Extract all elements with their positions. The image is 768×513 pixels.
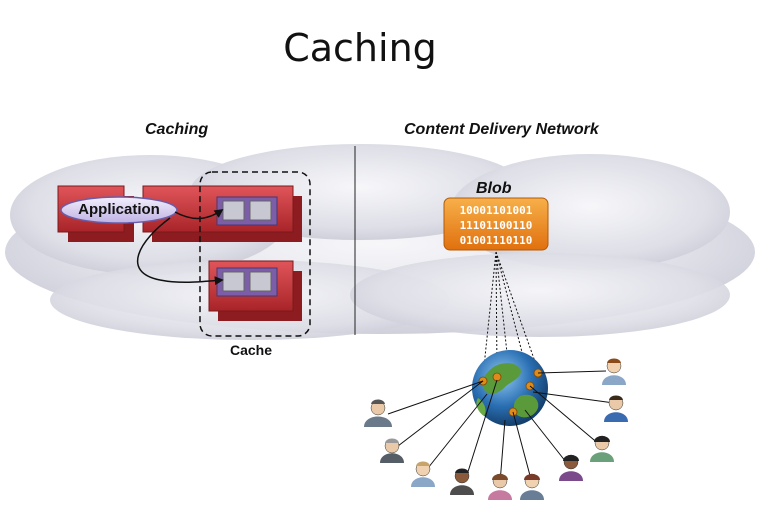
person-icon <box>488 473 512 500</box>
person-icon <box>602 358 626 385</box>
application-label: Application <box>78 201 160 218</box>
person-icon <box>559 454 583 481</box>
blob-bits-line: 10001101001 <box>459 204 533 217</box>
arrow-app-to-cache-bottom <box>137 217 224 286</box>
cdn-heading: Content Delivery Network <box>404 121 599 138</box>
person-icon <box>590 435 614 462</box>
arrow-app-to-cache-top <box>174 208 224 220</box>
person-icon <box>450 468 474 495</box>
person-icon <box>380 438 404 463</box>
cache-unit-top <box>216 196 278 226</box>
blob-bits: 10001101001 11101100110 01001110110 <box>444 203 548 248</box>
application-node <box>60 196 178 224</box>
globe-icon <box>472 350 548 426</box>
user-connections <box>387 370 615 484</box>
blob-label: Blob <box>476 180 512 197</box>
cache-unit-bottom <box>216 267 278 297</box>
person-icon <box>411 461 435 487</box>
person-icon <box>364 399 392 427</box>
cache-label: Cache <box>230 342 273 358</box>
blob-bits-line: 01001110110 <box>459 234 533 247</box>
caching-heading: Caching <box>145 121 209 138</box>
person-icon <box>604 395 628 422</box>
page-title: Caching <box>283 26 437 70</box>
blob-box <box>443 197 549 251</box>
blob-bits-line: 11101100110 <box>459 219 533 232</box>
person-icon <box>520 473 544 500</box>
cache-boundary <box>199 171 311 337</box>
